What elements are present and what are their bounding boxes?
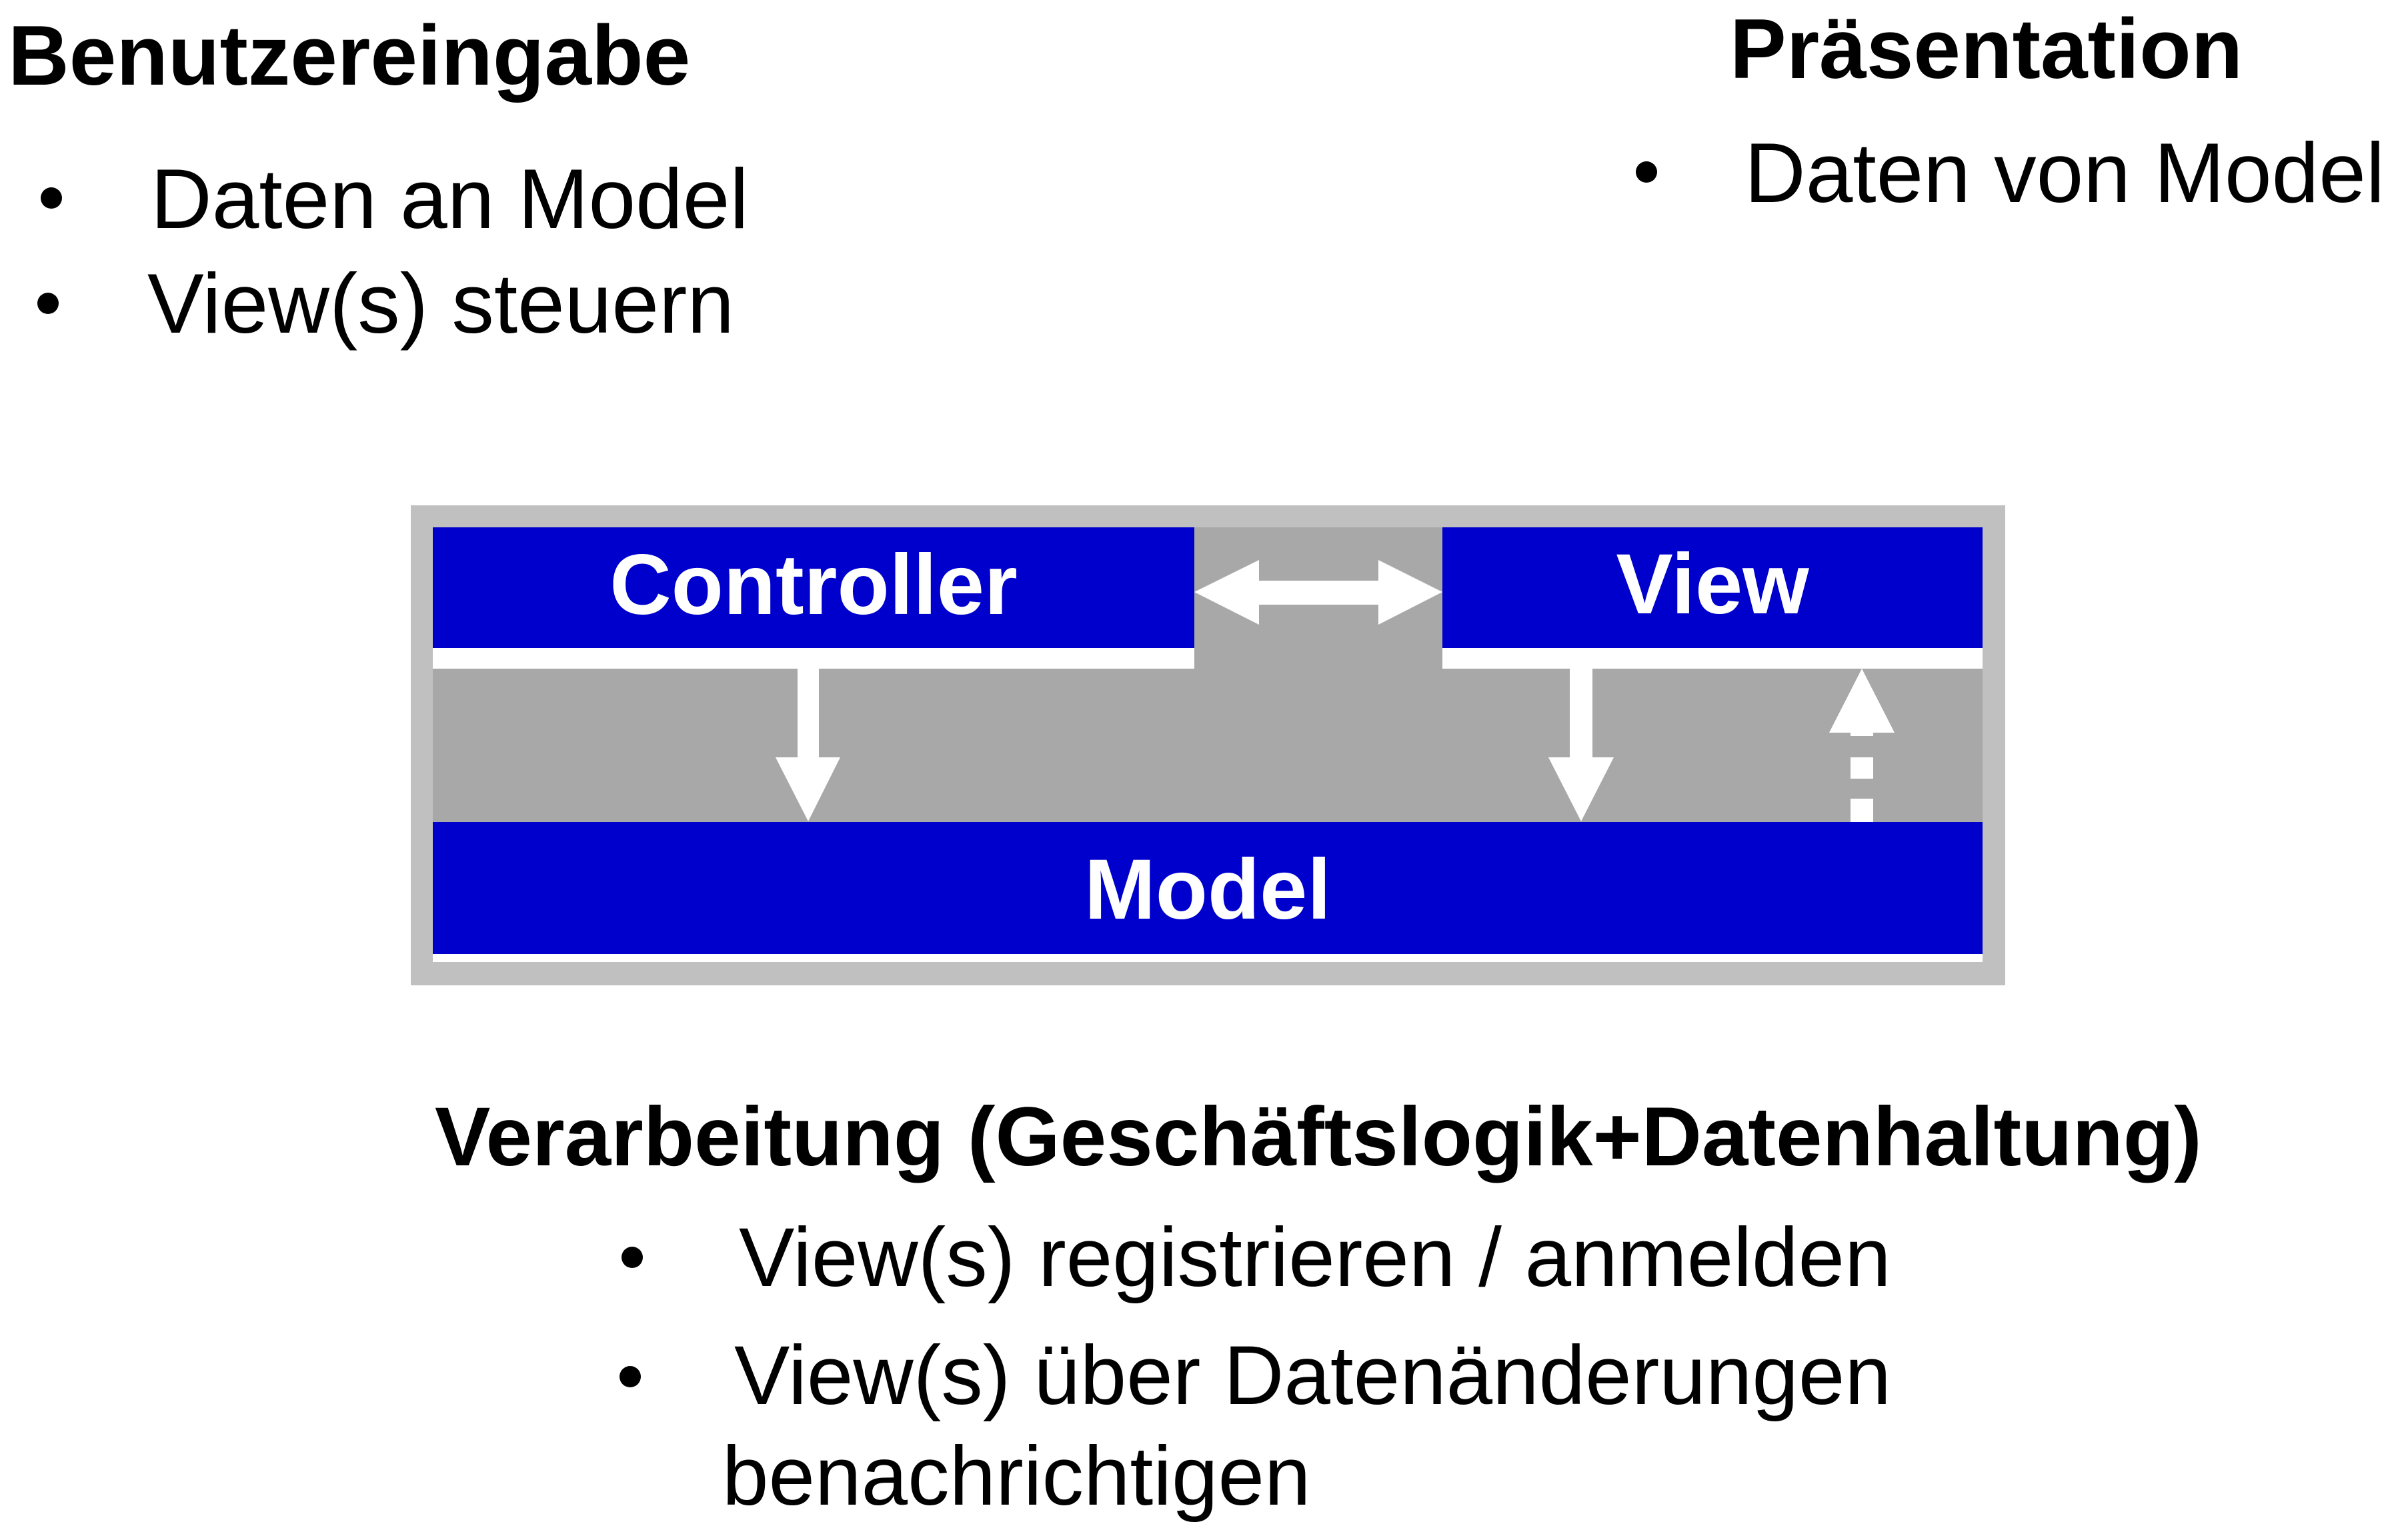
view-label: View — [1616, 537, 1809, 632]
presentation-item: Daten von Model — [1744, 125, 2385, 220]
input-item: View(s) steuern — [147, 256, 734, 351]
processing-section-title: Verarbeitung (Geschäftslogik+Datenhaltun… — [435, 1091, 2202, 1183]
model-box-underline — [433, 954, 1983, 962]
bullet-icon — [620, 1366, 641, 1387]
bidirectional-arrow-icon — [1194, 560, 1442, 625]
presentation-section-title: Präsentation — [1730, 1, 2243, 96]
controller-box — [433, 527, 1194, 648]
bullet-icon — [622, 1247, 643, 1268]
controller-box-underline — [433, 648, 1194, 669]
model-label: Model — [1084, 842, 1331, 937]
input-item: Daten an Model — [151, 151, 749, 246]
view-box — [1442, 527, 1983, 648]
bullet-icon — [41, 187, 62, 209]
processing-item-continuation: benachrichtigen — [722, 1430, 1311, 1523]
processing-item: View(s) über Datenänderungen — [734, 1329, 1891, 1422]
input-section-title: Benutzereingabe — [8, 8, 691, 103]
view-to-model-arrow-icon — [1548, 669, 1614, 821]
bullet-icon — [37, 293, 59, 314]
model-box — [433, 822, 1983, 954]
model-notifies-view-dashed-arrow-icon — [1829, 669, 1895, 822]
view-box-underline — [1442, 648, 1983, 669]
bullet-icon — [1636, 161, 1657, 183]
controller-to-model-arrow-icon — [776, 669, 840, 821]
controller-label: Controller — [610, 537, 1018, 633]
processing-item: View(s) registrieren / anmelden — [739, 1211, 1891, 1304]
